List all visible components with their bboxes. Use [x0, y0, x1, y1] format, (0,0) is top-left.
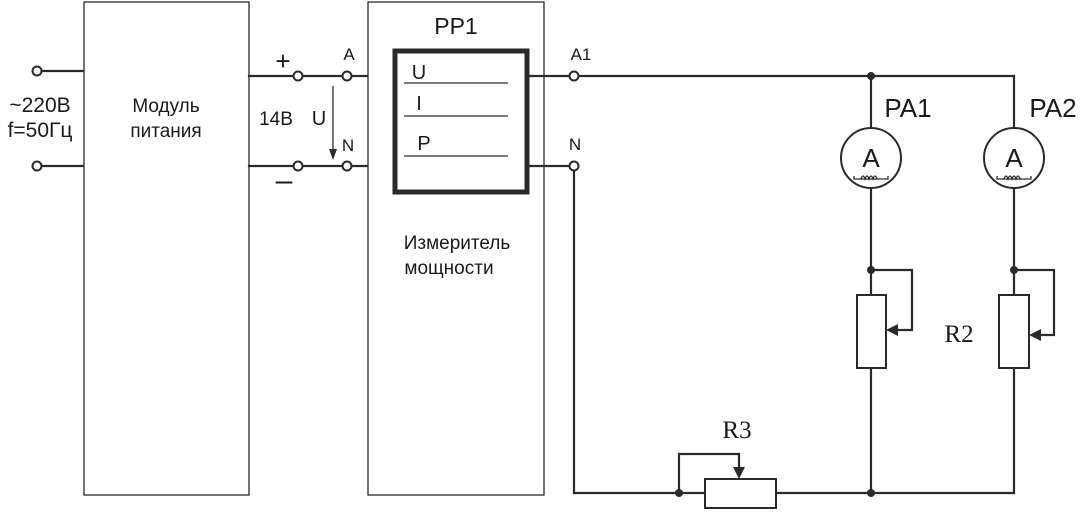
- meter-box: [392, 48, 530, 195]
- rheostat-pa1-branch: [856, 268, 914, 369]
- plus-sign: +: [275, 46, 290, 76]
- terminal-a1-label: A1: [571, 45, 592, 64]
- meter-param-u: U: [412, 62, 426, 84]
- terminal-a1: [568, 70, 580, 82]
- power-module-block: [83, 1, 250, 496]
- source-voltage-label: ~220В: [9, 94, 70, 117]
- terminal-n-load-label: N: [569, 135, 581, 154]
- ammeter-pa2-label: PA2: [1029, 93, 1076, 123]
- output-voltage-label: 14В: [259, 109, 293, 130]
- source-terminals: [31, 65, 86, 172]
- input-terminal-1: [31, 65, 43, 77]
- meter-caption-line2: мощности: [404, 258, 493, 279]
- ammeter-pa2: A: [983, 127, 1045, 189]
- meter-param-i: I: [416, 93, 422, 115]
- terminal-n-label: N: [342, 136, 354, 155]
- terminal-n-load: [568, 160, 580, 172]
- u-label: U: [312, 108, 326, 130]
- input-terminal-2: [31, 160, 43, 172]
- ammeter-pa1-symbol: A: [862, 143, 880, 173]
- minus-sign: –: [276, 164, 293, 197]
- ammeter-pa2-symbol: A: [1005, 143, 1023, 173]
- terminal-a: [341, 70, 353, 82]
- resistor-r2-label: R2: [944, 321, 973, 348]
- load-wires: [572, 74, 1016, 495]
- resistor-r3-label: R3: [722, 417, 751, 444]
- power-module-label-line2: питания: [130, 121, 201, 142]
- terminal-n: [341, 160, 353, 172]
- power-module-label-line1: Модуль: [132, 96, 199, 117]
- meter-id-label: PP1: [434, 13, 477, 39]
- ammeter-pa1-label: PA1: [884, 93, 931, 123]
- rheostat-r3: [677, 452, 777, 509]
- meter-param-p: P: [417, 133, 430, 155]
- voltage-arrow: [329, 86, 337, 160]
- rheostat-r2: [998, 268, 1056, 369]
- ammeter-pa1: A: [840, 127, 902, 189]
- meter-output-wires: [525, 70, 1016, 172]
- terminal-a-label: A: [343, 45, 355, 64]
- meter-caption-line1: Измеритель: [404, 233, 511, 254]
- source-frequency-label: f=50Гц: [8, 119, 73, 142]
